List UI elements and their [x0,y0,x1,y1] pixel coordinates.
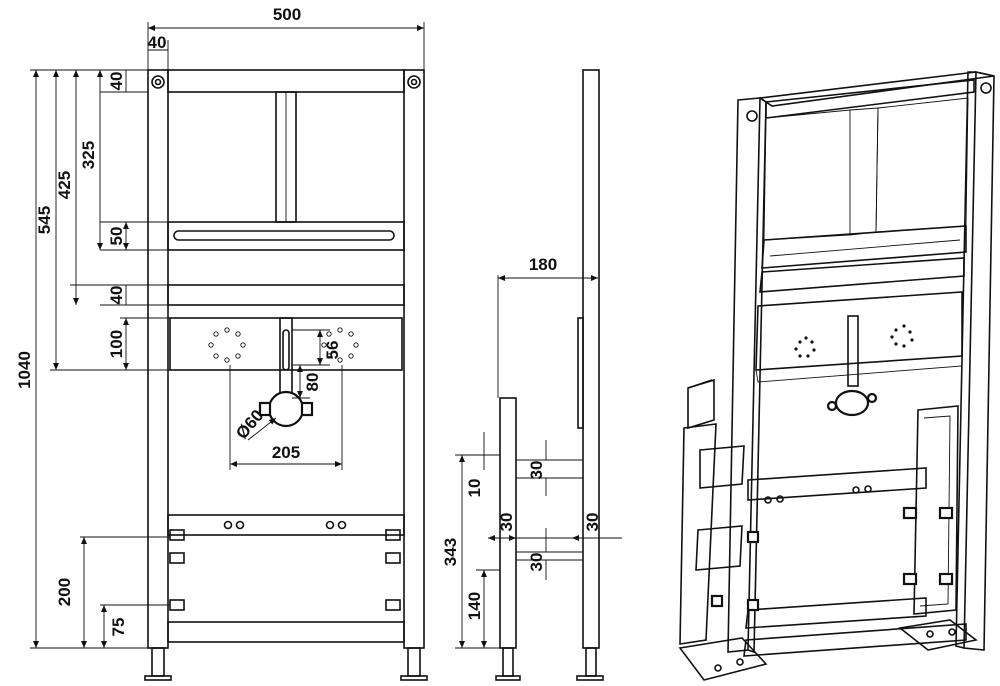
dim-30-left: 30 [497,513,516,532]
front-view: 500 40 1040 545 425 325 40 50 40 100 [15,5,428,681]
dim-width: 500 [273,5,301,24]
dim-75: 75 [109,618,128,637]
dim-425: 425 [55,171,74,199]
bar-50 [167,221,405,251]
dim-545: 545 [35,206,54,234]
dim-325: 325 [79,141,98,169]
top-crossbar [167,69,405,93]
isometric-view [678,71,995,681]
dim-80: 80 [303,373,322,392]
dim-343: 343 [441,538,460,566]
pipe-clamp [267,390,305,428]
dim-56: 56 [323,341,342,360]
dim-140: 140 [465,592,484,620]
dim-30-right: 30 [583,513,602,532]
dim-30-upper: 30 [527,461,546,480]
dim-plate-100: 100 [107,330,126,358]
dim-10: 10 [465,479,484,498]
mounting-plate [169,317,403,371]
right-post [403,69,425,649]
dim-bar-40: 40 [107,286,126,305]
dim-bar-50: 50 [107,227,126,246]
dim-205: 205 [272,443,300,462]
dim-total-height: 1040 [15,351,34,389]
dim-side-40: 40 [148,33,167,52]
dim-depth-180: 180 [529,255,557,274]
left-post [147,69,169,649]
dim-30-lower: 30 [527,553,546,572]
dim-200: 200 [55,578,74,606]
dim-top-40: 40 [107,72,126,91]
side-post [582,69,600,649]
side-view: 180 343 10 140 30 30 30 30 [441,69,622,681]
bar-40 [167,284,405,306]
